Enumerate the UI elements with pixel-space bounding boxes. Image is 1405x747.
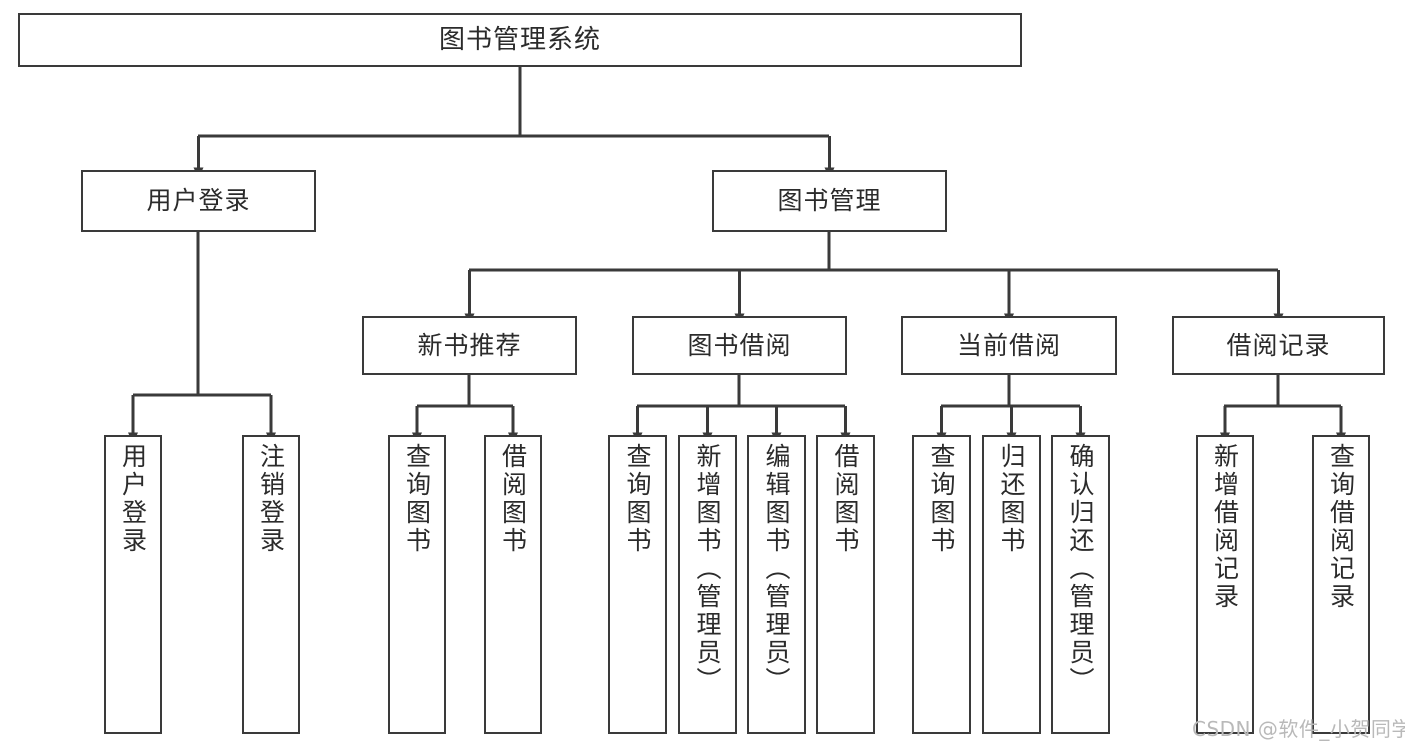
node-leaf_bk_borrow[interactable]: 借阅图书 (816, 435, 875, 734)
node-user_login[interactable]: 用户登录 (81, 170, 316, 232)
node-label: 查询图书 (927, 443, 956, 555)
node-label: 用户登录 (146, 186, 251, 216)
node-label: 图书管理 (777, 186, 882, 216)
node-label: 归还图书 (997, 443, 1026, 555)
node-label: 图书借阅 (687, 330, 792, 360)
node-label: 当前借阅 (956, 330, 1061, 360)
node-borrow[interactable]: 图书借阅 (632, 316, 847, 375)
node-label: 注销登录 (256, 443, 286, 555)
node-leaf_rec_add[interactable]: 新增借阅记录 (1196, 435, 1254, 734)
node-book_mgmt[interactable]: 图书管理 (712, 170, 947, 232)
node-root[interactable]: 图书管理系统 (18, 13, 1022, 67)
node-leaf_user_logout[interactable]: 注销登录 (242, 435, 300, 734)
node-label: 借阅记录 (1226, 330, 1331, 360)
node-label: 新增图书（管理员） (693, 443, 722, 695)
node-label: 确认归还（管理员） (1066, 443, 1095, 695)
node-leaf_bk_edit[interactable]: 编辑图书（管理员） (747, 435, 806, 734)
node-current[interactable]: 当前借阅 (901, 316, 1117, 375)
node-label: 查询借阅记录 (1326, 443, 1356, 611)
node-leaf_user_login[interactable]: 用户登录 (104, 435, 162, 734)
node-records[interactable]: 借阅记录 (1172, 316, 1385, 375)
node-label: 查询图书 (623, 443, 652, 555)
node-leaf_cur_query[interactable]: 查询图书 (912, 435, 971, 734)
node-label: 编辑图书（管理员） (762, 443, 791, 695)
node-leaf_bk_add[interactable]: 新增图书（管理员） (678, 435, 737, 734)
node-leaf_cur_return[interactable]: 归还图书 (982, 435, 1041, 734)
node-label: 用户登录 (118, 443, 148, 555)
watermark: CSDN @软件_小贺同学 (1192, 717, 1405, 741)
node-leaf_bk_query[interactable]: 查询图书 (608, 435, 667, 734)
node-leaf_cur_confirm[interactable]: 确认归还（管理员） (1051, 435, 1110, 734)
node-leaf_nb_borrow[interactable]: 借阅图书 (484, 435, 542, 734)
node-label: 新增借阅记录 (1210, 443, 1240, 611)
node-label: 借阅图书 (498, 443, 528, 555)
node-new_books[interactable]: 新书推荐 (362, 316, 577, 375)
node-label: 新书推荐 (417, 330, 522, 360)
node-leaf_rec_query[interactable]: 查询借阅记录 (1312, 435, 1370, 734)
node-label: 查询图书 (402, 443, 432, 555)
node-leaf_nb_query[interactable]: 查询图书 (388, 435, 446, 734)
node-label: 借阅图书 (831, 443, 860, 555)
node-label: 图书管理系统 (438, 24, 601, 55)
